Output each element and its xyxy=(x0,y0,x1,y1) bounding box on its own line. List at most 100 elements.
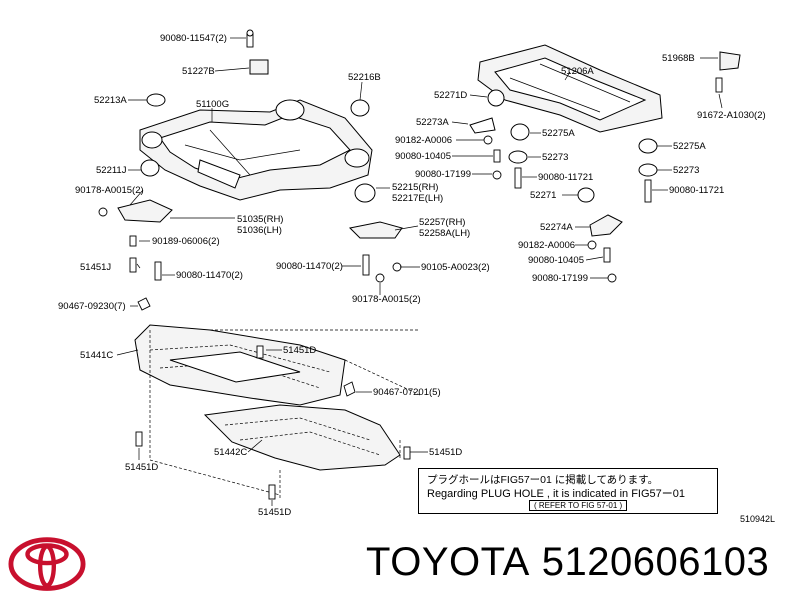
toyota-logo-icon xyxy=(8,537,86,591)
cushion-52215 xyxy=(354,183,376,203)
stopper-52271d xyxy=(487,89,505,107)
part-label: 52211J xyxy=(96,165,127,176)
washer-90182-a0006b xyxy=(587,240,597,250)
cushion-52273-right xyxy=(638,163,658,177)
stopper-52271 xyxy=(577,187,595,203)
part-label: 51451J xyxy=(80,262,111,273)
part-label: 52274A xyxy=(540,222,573,233)
part-label: 90080-17199 xyxy=(415,169,471,180)
stopper-52275a-right xyxy=(638,138,658,154)
brace-52257 xyxy=(348,221,403,239)
part-label: 51451D xyxy=(258,507,291,518)
part-label: 52275A xyxy=(673,141,706,152)
part-label: 51451D xyxy=(283,345,316,356)
part-label: 52275A xyxy=(542,128,575,139)
brace-52274a xyxy=(589,214,623,237)
part-label: 90467-07201(5) xyxy=(373,387,441,398)
clip-90467-07201 xyxy=(343,381,356,397)
part-label: 51206A xyxy=(561,66,594,77)
part-label: 51451D xyxy=(125,462,158,473)
washer-90182-a0006 xyxy=(483,135,493,145)
parts-diagram: 90080-11547(2) 51227B 52216B 52213A 5110… xyxy=(58,29,766,518)
rear-crossmember-51206a xyxy=(477,44,663,133)
brand-name: TOYOTA xyxy=(366,540,530,584)
bracket-51227b xyxy=(249,59,269,75)
bolt-90080-11721 xyxy=(514,167,522,189)
part-label: 51036(LH) xyxy=(237,225,282,236)
part-label: 52216B xyxy=(348,72,381,83)
part-label: 51968B xyxy=(662,53,695,64)
part-label: 91672-A1030(2) xyxy=(697,110,766,121)
part-label: 52271 xyxy=(530,190,556,201)
nut-90080-17199 xyxy=(492,170,502,180)
part-label: 90080-10405 xyxy=(528,255,584,266)
part-label: 52217E(LH) xyxy=(392,193,443,204)
bolt-90080-10405b xyxy=(603,247,611,263)
bolt-51451d-a xyxy=(256,345,264,359)
part-label: 90105-A0023(2) xyxy=(421,262,490,273)
bolt-90105-a0023 xyxy=(392,262,402,272)
part-label: 52273A xyxy=(416,117,449,128)
bracket-51035 xyxy=(117,199,173,223)
part-label: 90080-11721 xyxy=(538,172,593,183)
part-label: 52257(RH) xyxy=(419,217,465,228)
front-crossmember-51100g xyxy=(139,99,373,201)
bolt-90080-11721-right xyxy=(644,179,652,203)
part-label: 90080-10405 xyxy=(395,151,451,162)
part-number: 5120606103 xyxy=(541,540,770,584)
nut-90178-a0015b xyxy=(375,273,385,283)
part-label: 90080-11470(2) xyxy=(176,270,243,281)
stopper-52275a xyxy=(510,123,530,141)
part-label: 90182-A0006 xyxy=(518,240,575,251)
clip-90467-09230 xyxy=(137,297,151,311)
under-cover-51441c xyxy=(134,324,346,406)
note-english: Regarding PLUG HOLE , it is indicated in… xyxy=(427,488,686,500)
note-japanese: プラグホールはFIG57ー01 に掲載してあります。 xyxy=(427,474,659,486)
part-label: 52271D xyxy=(434,90,467,101)
plug-hole-note: プラグホールはFIG57ー01 に掲載してあります。 Regarding PLU… xyxy=(418,468,718,514)
part-label: 90189-06006(2) xyxy=(152,236,220,247)
part-label: 52258A(LH) xyxy=(419,228,470,239)
bolt-51451d-b xyxy=(135,431,143,447)
bolt-90080-11470 xyxy=(154,261,162,281)
bolt-91672-a1030 xyxy=(715,77,723,93)
part-label: 90080-11470(2) xyxy=(276,261,343,272)
part-labels: 90080-11547(2) 51227B 52216B 52213A 5110… xyxy=(58,33,766,518)
part-label: 51035(RH) xyxy=(237,214,283,225)
part-label: 90182-A0006 xyxy=(395,135,452,146)
nut-90178-a0015 xyxy=(98,207,108,217)
part-label: 52215(RH) xyxy=(392,182,438,193)
part-label: 90080-11547(2) xyxy=(160,33,227,44)
part-label: 90178-A0015(2) xyxy=(352,294,421,305)
cushion-52273a xyxy=(469,117,496,134)
cushion-52273 xyxy=(508,150,528,164)
figure-code: 510942L xyxy=(740,514,776,524)
under-cover-51442c xyxy=(203,404,401,471)
part-label: 90178-A0015(2) xyxy=(75,185,144,196)
bolt-90080-11547 xyxy=(246,29,254,48)
bolt-90080-10405 xyxy=(493,149,501,163)
part-label: 90467-09230(7) xyxy=(58,301,126,312)
nut-90080-17199b xyxy=(607,273,617,283)
part-label: 51442C xyxy=(214,447,247,458)
part-label: 51100G xyxy=(196,99,229,110)
bolt-51451j xyxy=(129,257,137,273)
part-label: 52213A xyxy=(94,95,127,106)
stopper-52213a xyxy=(146,93,166,107)
bolt-51451d-d xyxy=(268,484,276,500)
leader-lines xyxy=(116,37,723,506)
bolt-51451d-c xyxy=(403,446,411,460)
bracket-51968b xyxy=(719,51,741,71)
part-label: 52273 xyxy=(542,152,568,163)
part-label: 90080-11721 xyxy=(669,185,724,196)
stopper-52216b xyxy=(350,99,370,117)
note-reference: ( REFER TO FIG 57-01 ) xyxy=(529,500,628,511)
part-label: 51227B xyxy=(182,66,215,77)
bolt-90189-06006 xyxy=(129,235,137,247)
bolt-90080-11470b xyxy=(362,254,370,276)
part-label: 90080-17199 xyxy=(532,273,588,284)
part-label: 52273 xyxy=(673,165,699,176)
part-label: 51441C xyxy=(80,350,113,361)
part-label: 51451D xyxy=(429,447,462,458)
